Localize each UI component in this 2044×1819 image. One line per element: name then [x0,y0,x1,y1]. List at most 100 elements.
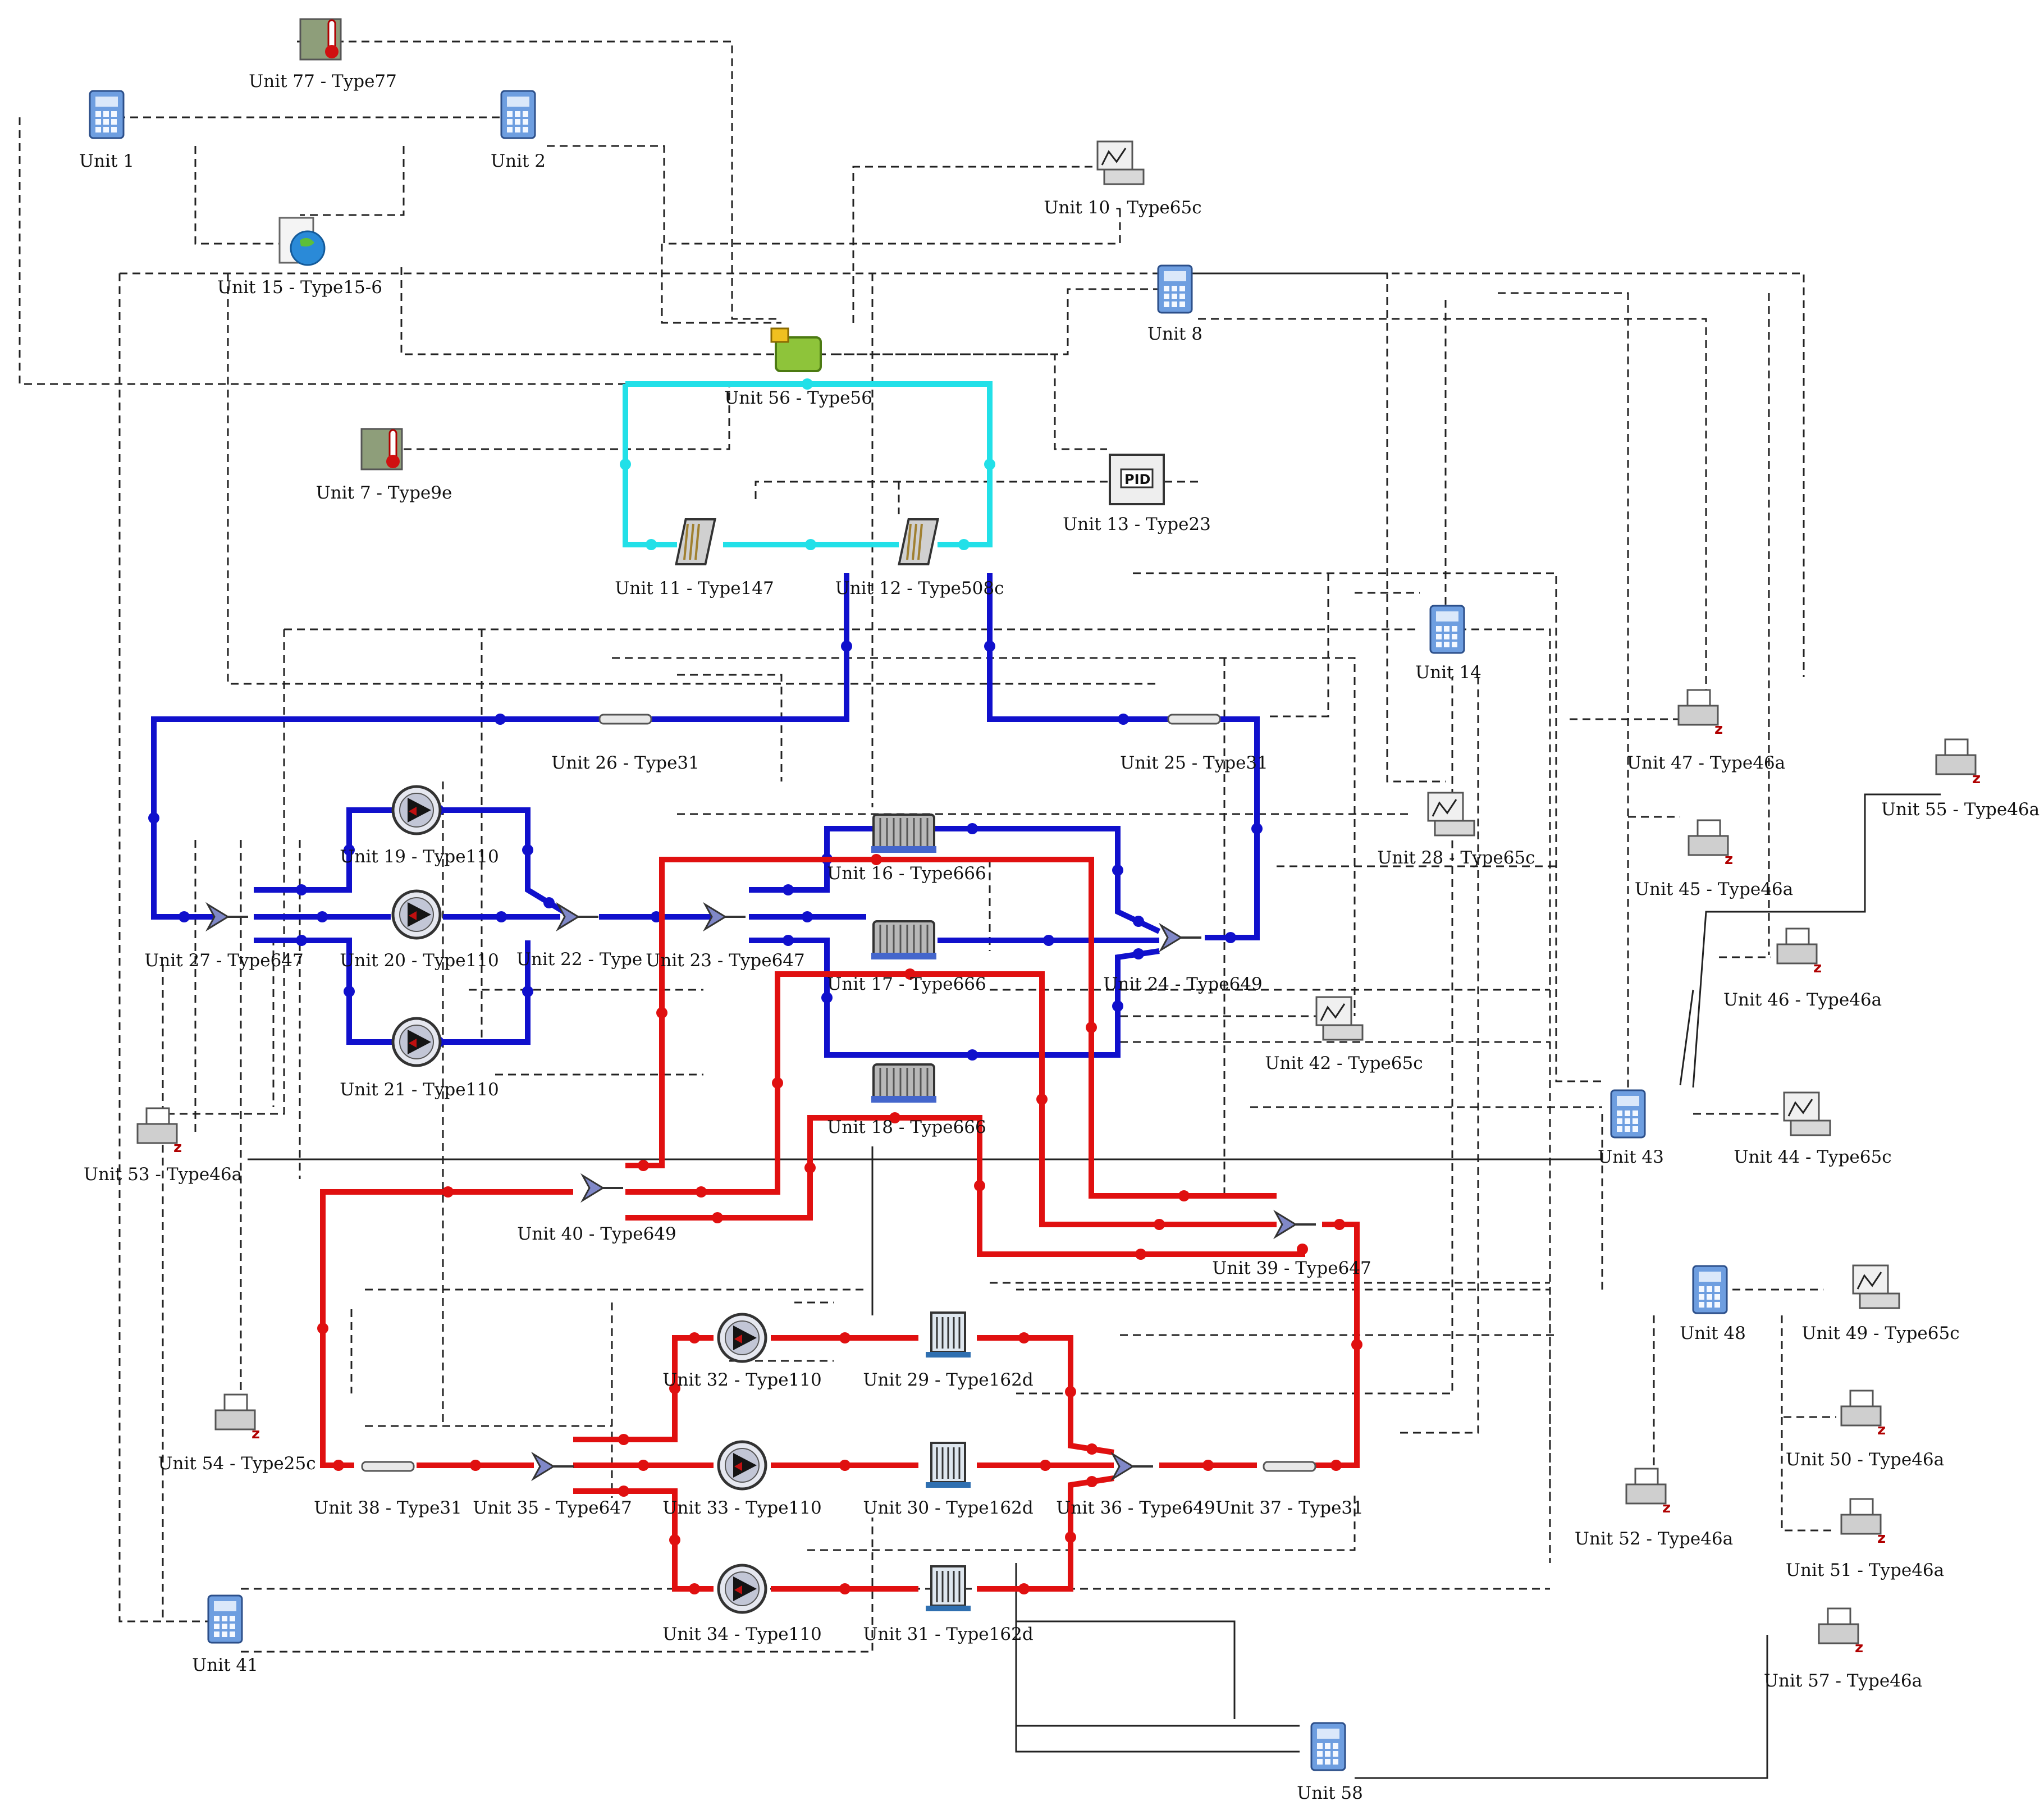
unit-label-u37[interactable]: Unit 37 - Type31 [1215,1498,1364,1518]
unit-label-u34[interactable]: Unit 34 - Type110 [662,1624,822,1644]
unit-label-u29[interactable]: Unit 29 - Type162d [863,1370,1034,1390]
pipe-icon[interactable] [361,1461,415,1472]
data-reader-icon[interactable] [360,428,403,470]
plotter-icon[interactable] [1096,140,1145,185]
pump-icon[interactable] [391,785,442,835]
unit-label-u18[interactable]: Unit 18 - Type666 [827,1117,986,1137]
unit-label-u22[interactable]: Unit 22 - Type [516,949,643,970]
pump-icon[interactable] [717,1564,767,1614]
printer-icon[interactable]: z [1840,1498,1886,1547]
unit-label-u49[interactable]: Unit 49 - Type65c [1801,1323,1960,1343]
unit-label-u38[interactable]: Unit 38 - Type31 [314,1498,462,1518]
thermometer-icon[interactable] [299,18,342,61]
unit-label-u31[interactable]: Unit 31 - Type162d [863,1624,1034,1644]
unit-label-u25[interactable]: Unit 25 - Type31 [1120,753,1268,773]
unit-label-u16[interactable]: Unit 16 - Type666 [827,863,986,884]
pid-controller-icon[interactable]: PID [1109,454,1165,505]
cooling-coil-icon[interactable] [898,518,939,565]
unit-label-u53[interactable]: Unit 53 - Type46a [83,1164,243,1185]
unit-label-u17[interactable]: Unit 17 - Type666 [827,974,986,994]
pump-icon[interactable] [717,1440,767,1491]
unit-label-u1[interactable]: Unit 1 [79,151,135,171]
pipe-icon[interactable] [1263,1461,1316,1472]
unit-label-u14[interactable]: Unit 14 [1415,662,1481,683]
calculator-icon[interactable] [1692,1265,1728,1314]
unit-label-u35[interactable]: Unit 35 - Type647 [473,1498,632,1518]
chiller-icon[interactable] [871,813,936,853]
weather-globe-icon[interactable] [278,217,326,266]
cooling-tower-icon[interactable] [926,1442,971,1488]
unit-label-u30[interactable]: Unit 30 - Type162d [863,1498,1034,1518]
unit-label-u44[interactable]: Unit 44 - Type65c [1734,1147,1892,1167]
unit-label-u56[interactable]: Unit 56 - Type56 [724,388,872,408]
unit-label-u43[interactable]: Unit 43 [1598,1147,1664,1167]
diverter-icon[interactable] [1273,1209,1316,1240]
building-icon[interactable] [770,327,822,372]
unit-label-u8[interactable]: Unit 8 [1147,324,1203,344]
plotter-icon[interactable] [1783,1091,1831,1136]
unit-label-u33[interactable]: Unit 33 - Type110 [662,1498,822,1518]
unit-label-u39[interactable]: Unit 39 - Type647 [1212,1258,1371,1278]
mixer-icon[interactable] [1110,1451,1153,1482]
printer-icon[interactable]: z [1935,738,1981,787]
unit-label-u36[interactable]: Unit 36 - Type649 [1056,1498,1215,1518]
unit-label-u55[interactable]: Unit 55 - Type46a [1881,799,2040,820]
plotter-icon[interactable] [1427,792,1475,837]
printer-icon[interactable]: z [1776,927,1822,976]
printer-icon[interactable]: z [1688,819,1733,868]
mixer-icon[interactable] [580,1173,623,1203]
calculator-icon[interactable] [500,90,536,139]
calculator-icon[interactable] [207,1594,243,1644]
calculator-icon[interactable] [1310,1722,1346,1771]
unit-label-u28[interactable]: Unit 28 - Type65c [1377,848,1535,868]
unit-label-u11[interactable]: Unit 11 - Type147 [615,578,774,598]
pump-icon[interactable] [391,1017,442,1067]
mixer-icon[interactable] [555,902,598,932]
pump-icon[interactable] [391,889,442,940]
diverter-icon[interactable] [702,902,746,932]
unit-label-u20[interactable]: Unit 20 - Type110 [340,950,499,971]
unit-label-u54[interactable]: Unit 54 - Type25c [158,1454,316,1474]
unit-label-u15[interactable]: Unit 15 - Type15-6 [217,277,382,298]
fan-coil-icon[interactable] [675,518,716,565]
printer-icon[interactable]: z [1840,1390,1886,1438]
cooling-tower-icon[interactable] [926,1311,971,1358]
unit-label-u2[interactable]: Unit 2 [490,151,546,171]
unit-label-u50[interactable]: Unit 50 - Type46a [1785,1450,1945,1470]
unit-label-u51[interactable]: Unit 51 - Type46a [1785,1560,1945,1580]
plotter-icon[interactable] [1315,996,1364,1041]
unit-label-u24[interactable]: Unit 24 - Type649 [1103,974,1263,994]
calculator-icon[interactable] [1429,605,1465,654]
unit-label-u77[interactable]: Unit 77 - Type77 [249,71,397,92]
unit-label-u57[interactable]: Unit 57 - Type46a [1763,1671,1923,1691]
unit-label-u19[interactable]: Unit 19 - Type110 [340,847,499,867]
unit-label-u45[interactable]: Unit 45 - Type46a [1634,879,1794,899]
unit-label-u7[interactable]: Unit 7 - Type9e [315,483,452,503]
pump-icon[interactable] [717,1313,767,1363]
printer-icon[interactable]: z [1677,689,1723,738]
printer-icon[interactable]: z [214,1393,260,1442]
pipe-icon[interactable] [1167,714,1221,725]
unit-label-u41[interactable]: Unit 41 [192,1655,258,1675]
unit-label-u52[interactable]: Unit 52 - Type46a [1574,1529,1734,1549]
unit-label-u42[interactable]: Unit 42 - Type65c [1265,1053,1423,1073]
calculator-icon[interactable] [1157,264,1193,314]
unit-label-u26[interactable]: Unit 26 - Type31 [551,753,699,773]
unit-label-u12[interactable]: Unit 12 - Type508c [835,578,1004,598]
pipe-icon[interactable] [598,714,652,725]
calculator-icon[interactable] [89,90,125,139]
chiller-icon[interactable] [871,920,936,959]
unit-label-u27[interactable]: Unit 27 - Type647 [144,950,304,971]
unit-label-u32[interactable]: Unit 32 - Type110 [662,1370,822,1390]
calculator-icon[interactable] [1610,1089,1646,1139]
printer-icon[interactable]: z [1625,1468,1671,1516]
printer-icon[interactable]: z [1818,1607,1863,1656]
unit-label-u58[interactable]: Unit 58 [1297,1783,1363,1803]
unit-label-u21[interactable]: Unit 21 - Type110 [340,1080,499,1100]
chiller-icon[interactable] [871,1063,936,1103]
diverter-icon[interactable] [531,1451,574,1482]
mixer-icon[interactable] [1158,922,1201,953]
unit-label-u47[interactable]: Unit 47 - Type46a [1626,753,1786,773]
unit-label-u46[interactable]: Unit 46 - Type46a [1723,990,1882,1010]
